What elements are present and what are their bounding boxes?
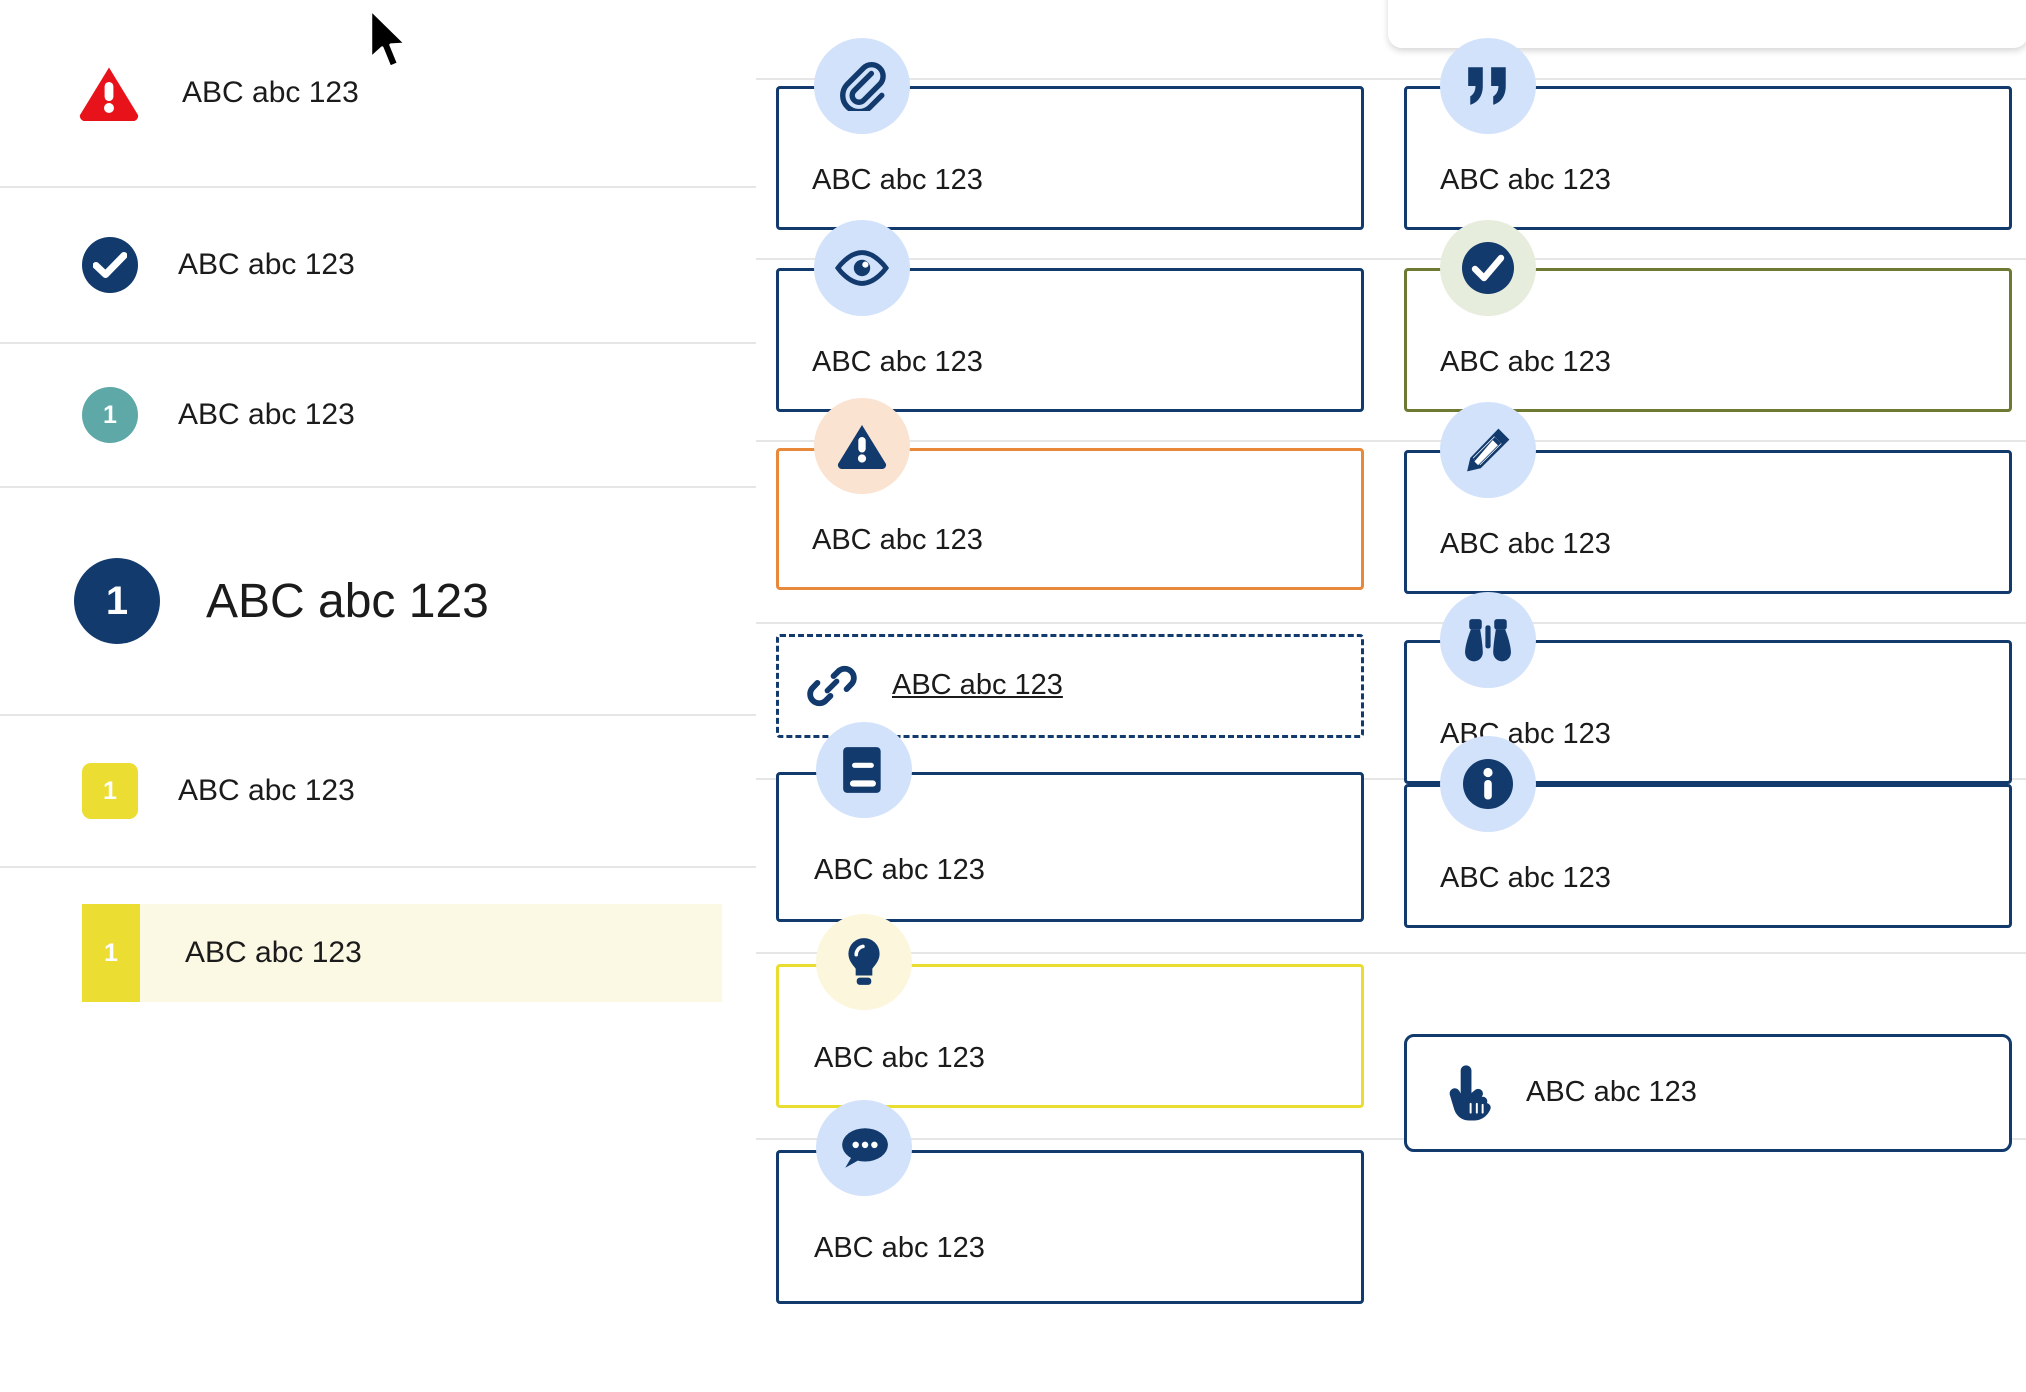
check-circle-icon (1440, 220, 1536, 316)
divider (756, 952, 2026, 954)
card-quote[interactable]: ABC abc 123 (1404, 38, 2012, 230)
card-edit[interactable]: ABC abc 123 (1404, 402, 2012, 594)
card-info[interactable]: ABC abc 123 (1404, 736, 2012, 928)
divider (756, 778, 2026, 780)
card-label: ABC abc 123 (812, 524, 983, 556)
sidebar: ABC abc 123 ABC abc 123 1 ABC abc 123 1 … (0, 0, 756, 1392)
card-label: ABC abc 123 (1440, 862, 1611, 894)
lightbulb-icon (816, 914, 912, 1010)
chain-link-icon (784, 648, 880, 724)
card-label: ABC abc 123 (1440, 346, 1611, 378)
center-card-column: ABC abc 123 ABC abc 123 (776, 0, 1366, 1392)
card-book[interactable]: ABC abc 123 (776, 722, 1364, 922)
warning-triangle-icon (78, 65, 140, 121)
card-label: ABC abc 123 (814, 1042, 985, 1074)
card-comment[interactable]: ABC abc 123 (776, 1100, 1364, 1304)
card-label: ABC abc 123 (814, 1232, 985, 1264)
card-warning[interactable]: ABC abc 123 (776, 398, 1364, 590)
sidebar-item-label: ABC abc 123 (178, 248, 355, 281)
sidebar-item-primary[interactable]: 1 ABC abc 123 (0, 486, 756, 714)
sidebar-item-done[interactable]: ABC abc 123 (0, 186, 756, 342)
card-border (1404, 1034, 2012, 1152)
number-badge-icon: 1 (82, 904, 140, 1002)
card-label: ABC abc 123 (814, 854, 985, 886)
info-circle-icon (1440, 736, 1536, 832)
card-label[interactable]: ABC abc 123 (892, 669, 1063, 701)
card-label: ABC abc 123 (1440, 528, 1611, 560)
sidebar-item-label: ABC abc 123 (178, 398, 355, 431)
selected-row-highlight (82, 904, 722, 1002)
card-border (776, 634, 1364, 738)
warning-triangle-icon (814, 398, 910, 494)
divider (756, 258, 2026, 260)
number-badge-icon: 1 (82, 387, 138, 443)
card-link[interactable]: ABC abc 123 (776, 634, 1364, 738)
number-badge-icon: 1 (74, 558, 160, 644)
card-label: ABC abc 123 (1526, 1076, 1697, 1108)
divider (756, 1138, 2026, 1140)
card-confirmed[interactable]: ABC abc 123 (1404, 220, 2012, 412)
card-preview[interactable]: ABC abc 123 (776, 220, 1364, 412)
chat-bubble-icon (816, 1100, 912, 1196)
sidebar-item-label: ABC abc 123 (206, 574, 489, 628)
paperclip-icon (814, 38, 910, 134)
pencil-icon (1440, 402, 1536, 498)
sidebar-item-label: ABC abc 123 (182, 76, 359, 109)
pointing-hand-icon (1422, 1052, 1518, 1134)
sidebar-item-teal[interactable]: 1 ABC abc 123 (0, 342, 756, 486)
quotation-marks-icon (1440, 38, 1536, 134)
card-action[interactable]: ABC abc 123 (1404, 1034, 2012, 1152)
book-icon (816, 722, 912, 818)
check-circle-icon (82, 237, 138, 293)
sidebar-item-yellow[interactable]: 1 ABC abc 123 (0, 714, 756, 866)
divider (756, 78, 2026, 80)
divider (756, 440, 2026, 442)
sidebar-item-alert[interactable]: ABC abc 123 (0, 0, 756, 186)
card-label: ABC abc 123 (812, 346, 983, 378)
card-label: ABC abc 123 (812, 164, 983, 196)
sidebar-item-label: ABC abc 123 (178, 774, 355, 807)
divider (756, 622, 2026, 624)
number-badge-icon: 1 (82, 763, 138, 819)
sidebar-item-yellow-selected[interactable]: 1 ABC abc 123 (0, 866, 756, 1036)
card-border (776, 448, 1364, 590)
binoculars-icon (1440, 592, 1536, 688)
right-card-column: ABC abc 123 ABC abc 123 (1404, 0, 2016, 1392)
eye-icon (814, 220, 910, 316)
card-label: ABC abc 123 (1440, 164, 1611, 196)
card-idea[interactable]: ABC abc 123 (776, 914, 1364, 1108)
card-attachment[interactable]: ABC abc 123 (776, 38, 1364, 230)
sidebar-item-label: ABC abc 123 (185, 936, 362, 969)
